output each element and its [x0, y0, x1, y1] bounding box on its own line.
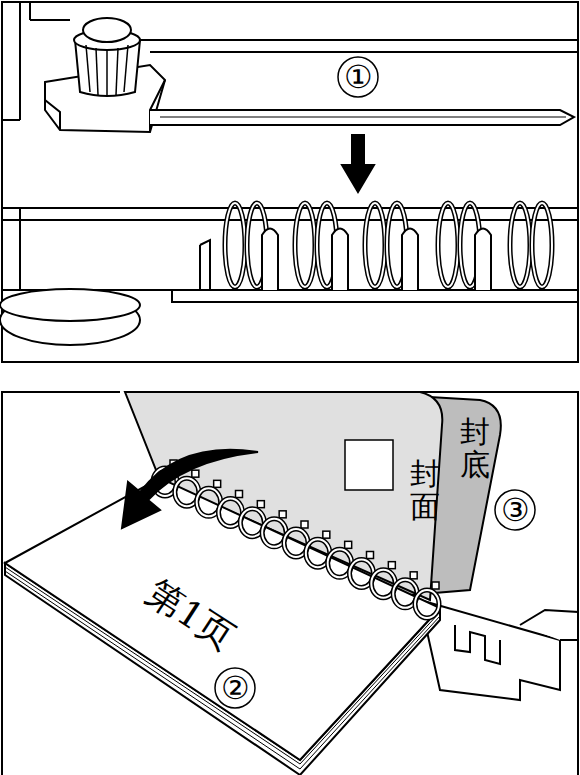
- machine-top: [0, 2, 578, 345]
- coil-loop: [532, 203, 552, 287]
- cover-text: 封面: [410, 457, 440, 523]
- coil-loop: [510, 203, 530, 287]
- coil-loop: [510, 203, 530, 287]
- coil-loop: [295, 203, 315, 287]
- callout-circle: [215, 668, 255, 708]
- coil-loop: [438, 203, 458, 287]
- comb-tooth: [402, 229, 418, 291]
- coil-loop: [415, 590, 439, 618]
- coil-loop: [365, 203, 385, 287]
- punch-hole: [323, 531, 330, 538]
- coil-loop: [415, 590, 439, 618]
- punch-hole: [432, 582, 439, 589]
- coil-loop: [225, 203, 245, 287]
- punch-hole: [301, 521, 308, 528]
- page-stack: [5, 478, 440, 775]
- punch-hole: [257, 501, 264, 508]
- panel-frame: [2, 392, 578, 775]
- coil-loop: [295, 203, 315, 287]
- comb-teeth: [262, 229, 491, 291]
- binding-coil: [153, 460, 439, 618]
- callout-number: ①: [344, 61, 373, 93]
- callout-circle: [495, 490, 535, 530]
- comb-spine: [420, 600, 578, 700]
- punch-hole: [236, 491, 243, 498]
- punch-hole: [214, 480, 221, 487]
- coil-loop: [225, 203, 245, 287]
- punch-hole: [367, 552, 374, 559]
- comb-tooth: [475, 229, 491, 291]
- coil-loop: [532, 203, 552, 287]
- turn-arrow: [122, 450, 258, 528]
- comb-tooth: [262, 229, 278, 291]
- punch-hole: [192, 470, 199, 477]
- coil-loop: [438, 203, 458, 287]
- callout-number: ③: [501, 494, 530, 526]
- punch-hole: [410, 572, 417, 579]
- punch-hole: [279, 511, 286, 518]
- callout-circle: [338, 57, 378, 97]
- coil-loop: [365, 203, 385, 287]
- callout-number: ②: [221, 672, 250, 704]
- comb-tooth: [332, 229, 348, 291]
- cover-text: 封底: [460, 415, 490, 481]
- punch-hole: [388, 562, 395, 569]
- punch-hole: [345, 541, 352, 548]
